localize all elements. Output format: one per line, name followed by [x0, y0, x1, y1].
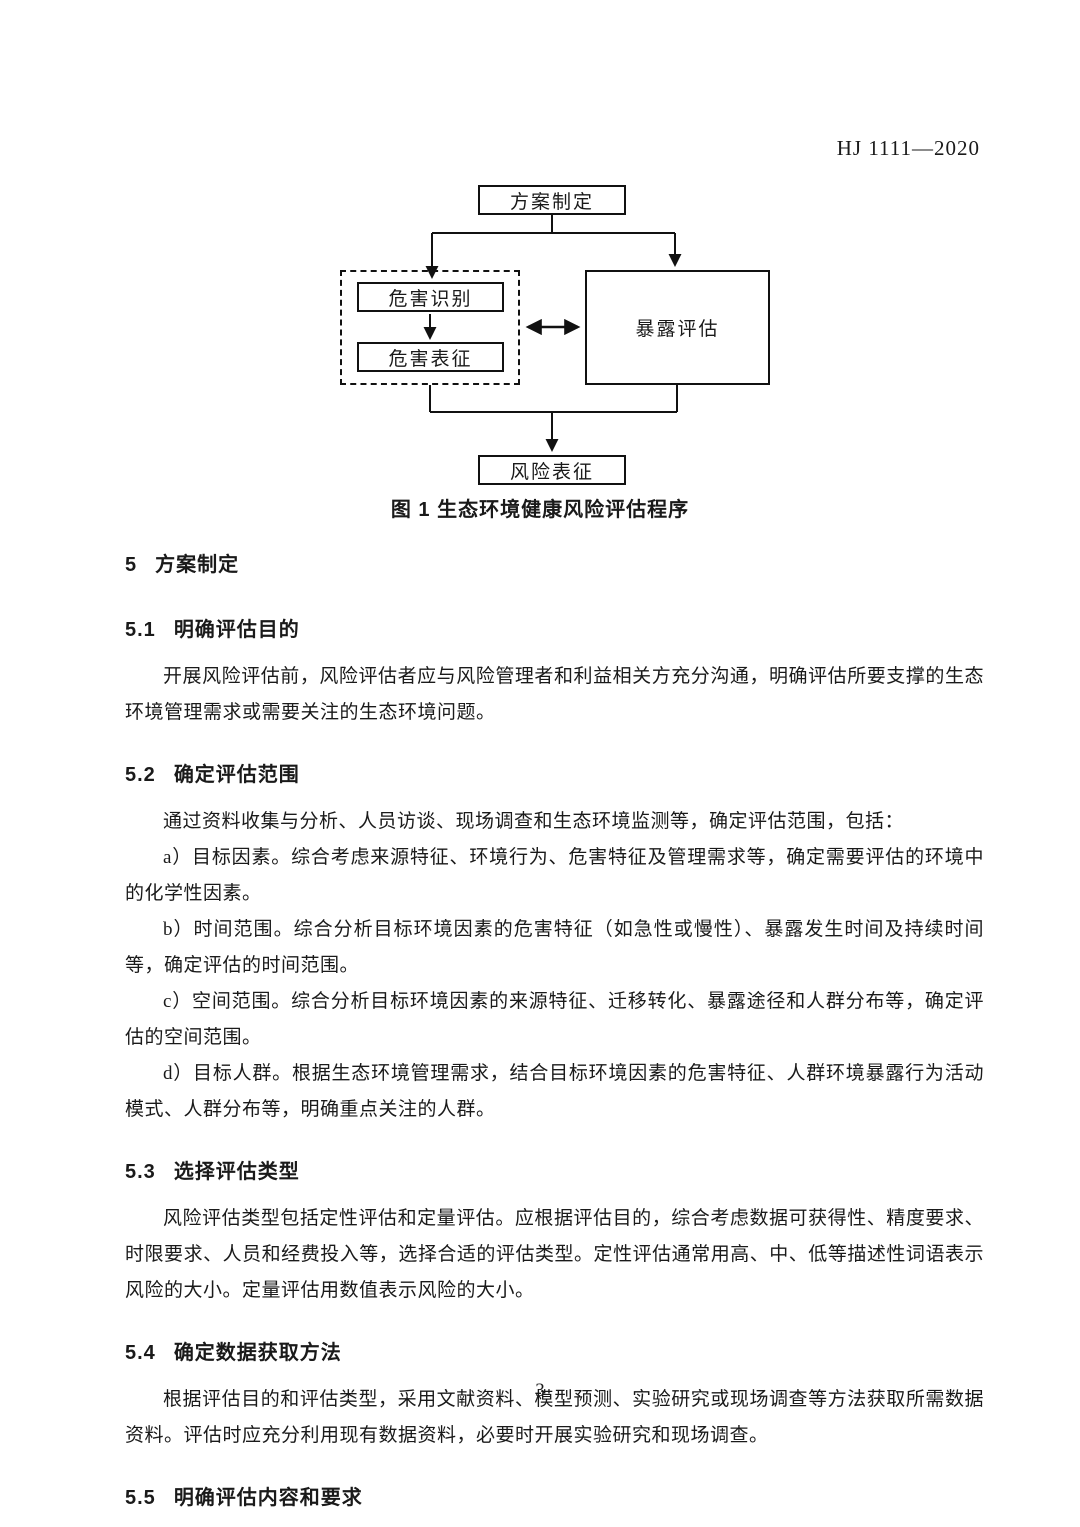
section-5-1-title: 明确评估目的 — [173, 619, 300, 641]
section-5-4-title: 确定数据获取方法 — [173, 1342, 342, 1364]
section-5-number: 5 — [125, 554, 138, 576]
flowchart-box-risk-characterization: 风险表征 — [478, 455, 626, 485]
section-5-5-heading: 5.5 明确评估内容和要求 — [125, 1481, 984, 1510]
page-number: 3 — [535, 1380, 545, 1401]
section-5-5-number: 5.5 — [125, 1487, 156, 1509]
section-5-2-item-a: a）目标因素。综合考虑来源特征、环境行为、危害特征及管理需求等，确定需要评估的环… — [125, 847, 984, 904]
section-5-2-item-c: c）空间范围。综合分析目标环境因素的来源特征、迁移转化、暴露途径和人群分布等，确… — [125, 991, 984, 1048]
flowchart-hazard-dashed-group — [340, 270, 520, 385]
figure-1-flowchart: 方案制定 危害识别 危害表征 暴露评估 风险表征 图 1 生态环境健康风险评估程… — [0, 180, 1080, 525]
section-5-1-heading: 5.1 明确评估目的 — [125, 613, 984, 642]
section-5-3-paragraph: 风险评估类型包括定性评估和定量评估。应根据评估目的，综合考虑数据可获得性、精度要… — [125, 1208, 984, 1301]
section-5-1-number: 5.1 — [125, 619, 156, 641]
flowchart-box-exposure-assessment: 暴露评估 — [585, 270, 770, 385]
section-5-4-heading: 5.4 确定数据获取方法 — [125, 1336, 984, 1365]
flowchart-box-plan: 方案制定 — [478, 185, 626, 215]
section-5-1-paragraph: 开展风险评估前，风险评估者应与风险管理者和利益相关方充分沟通，明确评估所要支撑的… — [125, 666, 984, 723]
document-body: 5 方案制定 5.1 明确评估目的 开展风险评估前，风险评估者应与风险管理者和利益相… — [125, 548, 984, 1527]
section-5-title: 方案制定 — [155, 554, 240, 576]
flowchart-connector-lines — [423, 215, 682, 452]
section-5-4-number: 5.4 — [125, 1342, 156, 1364]
standard-number: HJ 1111—2020 — [836, 136, 980, 160]
flowchart-box-hazard-characterization: 危害表征 — [357, 342, 504, 372]
section-5-2-item-d: d）目标人群。根据生态环境管理需求，结合目标环境因素的危害特征、人群环境暴露行为… — [125, 1063, 984, 1120]
section-5-2-heading: 5.2 确定评估范围 — [125, 758, 984, 787]
section-5-4-paragraph: 根据评估目的和评估类型，采用文献资料、模型预测、实验研究或现场调查等方法获取所需… — [125, 1389, 984, 1446]
section-5-3-number: 5.3 — [125, 1161, 156, 1183]
section-5-2-item-b: b）时间范围。综合分析目标环境因素的危害特征（如急性或慢性）、暴露发生时间及持续… — [125, 919, 984, 976]
flowchart-box-hazard-identification: 危害识别 — [357, 282, 504, 312]
section-5-3-heading: 5.3 选择评估类型 — [125, 1155, 984, 1184]
section-5-2-title: 确定评估范围 — [173, 764, 300, 786]
section-5-2-intro: 通过资料收集与分析、人员访谈、现场调查和生态环境监测等，确定评估范围，包括： — [163, 811, 905, 832]
figure-1-caption: 图 1 生态环境健康风险评估程序 — [390, 499, 690, 521]
section-5-heading: 5 方案制定 — [125, 548, 984, 577]
section-5-5-title: 明确评估内容和要求 — [173, 1487, 363, 1509]
section-5-3-title: 选择评估类型 — [173, 1161, 300, 1183]
section-5-2-number: 5.2 — [125, 764, 156, 786]
